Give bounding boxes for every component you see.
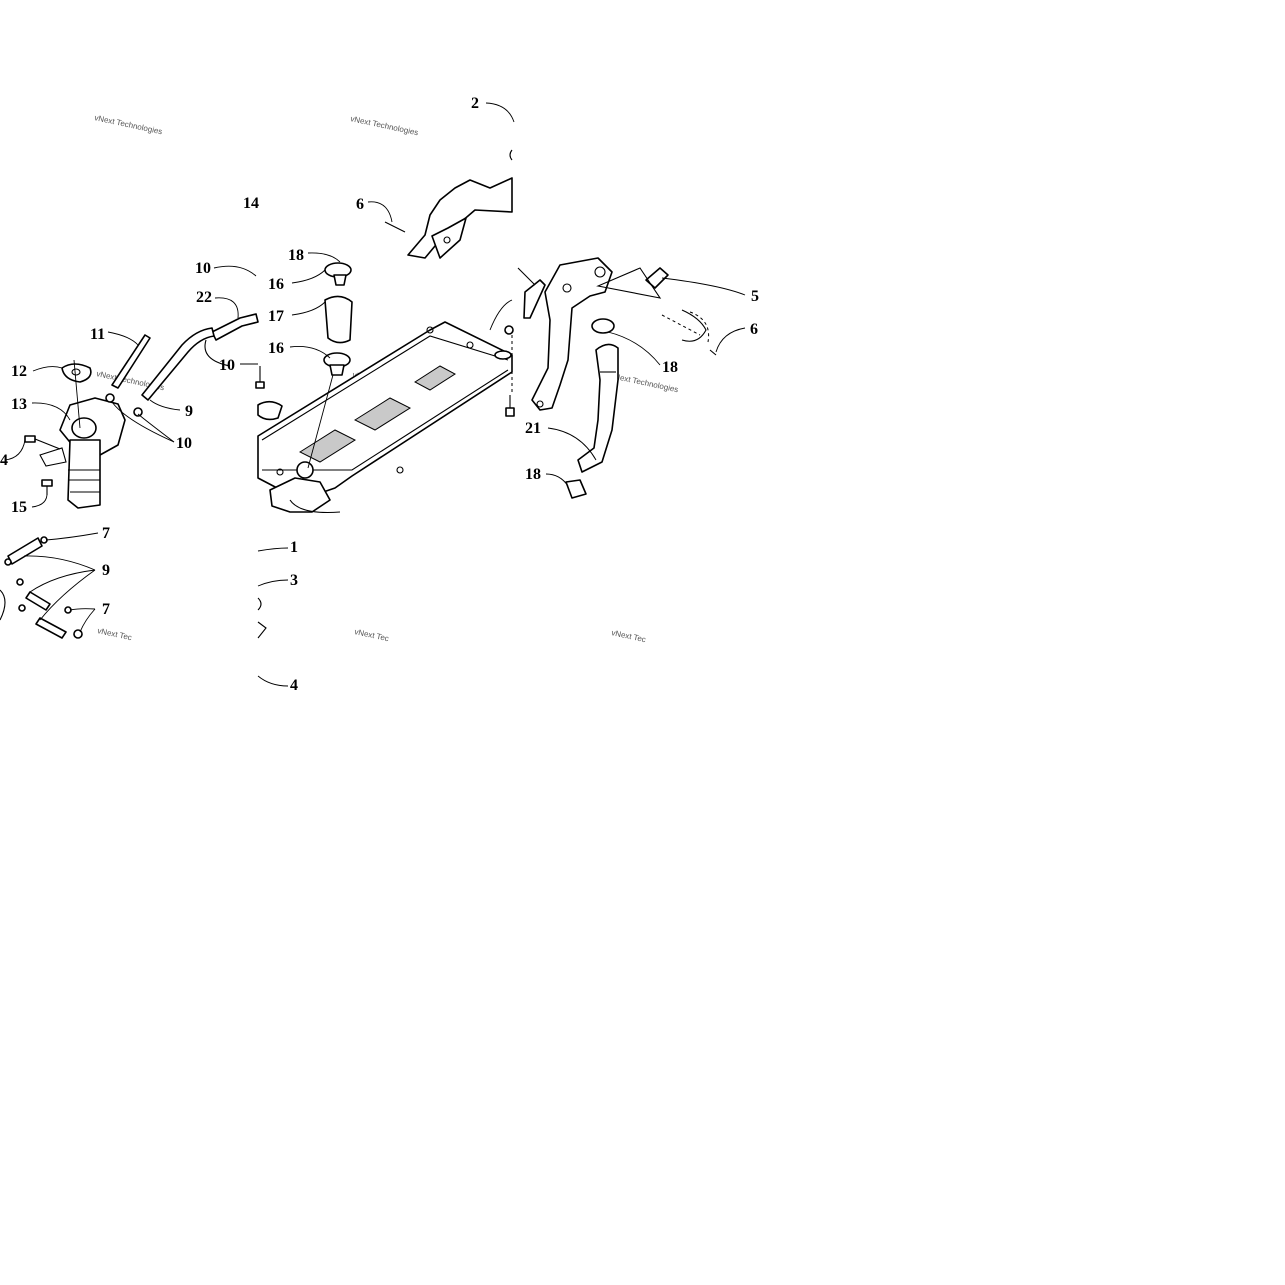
callout-4: 4 <box>290 677 298 694</box>
callout-14-top: 14 <box>243 195 259 212</box>
watermark-text: vNext Tec <box>97 626 133 642</box>
callout-12: 12 <box>11 363 27 380</box>
thermostat-housing <box>4 359 126 509</box>
callout-9-bottom: 9 <box>102 562 110 579</box>
right-bracket <box>517 257 613 411</box>
callout-2: 2 <box>471 95 479 112</box>
watermark-text: vNext Tec <box>611 628 647 644</box>
callout-10-top: 10 <box>195 260 211 277</box>
watermark-text: vNext Technologies <box>350 114 420 137</box>
mount-plate <box>596 267 746 356</box>
watermark-text: vNext Technologies <box>94 113 164 136</box>
callout-22: 22 <box>196 289 212 306</box>
callout-16-lower: 16 <box>268 340 284 357</box>
callout-13: 13 <box>11 396 27 413</box>
callout-6-right: 6 <box>750 321 758 338</box>
callout-labels: 2 14 6 18 10 16 22 17 11 16 12 10 13 9 1… <box>0 95 759 694</box>
callout-3: 3 <box>290 572 298 589</box>
fasteners-center <box>240 325 515 421</box>
rear-bracket <box>367 102 515 259</box>
callout-10-bottom: 10 <box>176 435 192 452</box>
fittings-bottom-left <box>0 532 99 639</box>
callout-21: 21 <box>525 420 541 437</box>
watermark-text: vNext Tec <box>354 627 390 643</box>
heat-exchanger <box>257 299 513 514</box>
callout-11: 11 <box>90 326 105 343</box>
hose-set-left <box>105 327 215 443</box>
tube-22 <box>204 265 259 367</box>
callout-1: 1 <box>290 539 298 556</box>
coolant-hose-upper <box>289 252 353 376</box>
fittings-bottom-middle <box>257 547 289 687</box>
coolant-hose-21 <box>545 318 661 499</box>
callout-18-top: 18 <box>288 247 304 264</box>
callout-16-upper: 16 <box>268 276 284 293</box>
callout-18-right: 18 <box>662 359 678 376</box>
callout-17: 17 <box>268 308 284 325</box>
callout-18-bottom: 18 <box>525 466 541 483</box>
callout-4-left: 4 <box>0 452 8 469</box>
callout-9-top: 9 <box>185 403 193 420</box>
callout-6-top: 6 <box>356 196 364 213</box>
callout-7-bottom: 7 <box>102 601 110 618</box>
callout-7-top: 7 <box>102 525 110 542</box>
callout-5: 5 <box>751 288 759 305</box>
callout-10-middle: 10 <box>219 357 235 374</box>
callout-15: 15 <box>11 499 27 516</box>
